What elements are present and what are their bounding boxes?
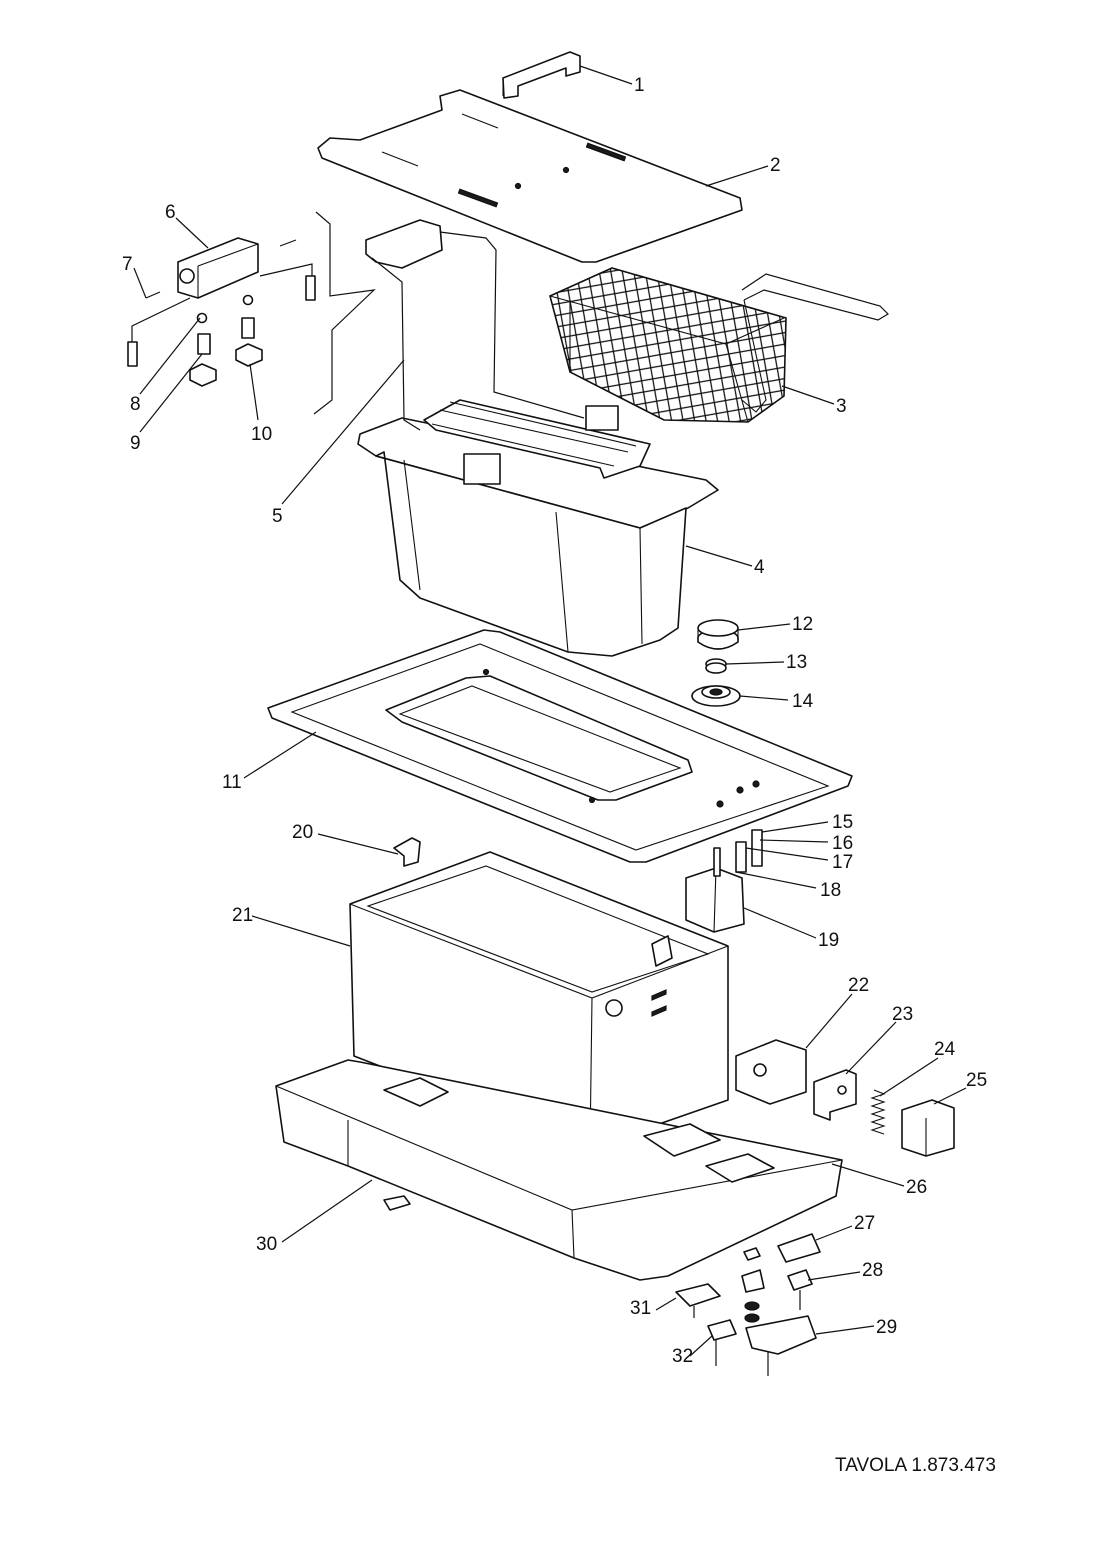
outer-casing bbox=[349, 851, 729, 1149]
callout-9: 9 bbox=[130, 433, 141, 454]
callout-16: 16 bbox=[832, 833, 853, 854]
thermostat-assembly bbox=[685, 829, 763, 933]
callout-12: 12 bbox=[792, 614, 813, 635]
drawing-reference: TAVOLA 1.873.473 bbox=[835, 1455, 996, 1476]
spring bbox=[870, 1089, 886, 1135]
callout-2: 2 bbox=[770, 155, 781, 176]
housing-screws-and-springs bbox=[127, 211, 376, 415]
callout-28: 28 bbox=[862, 1260, 883, 1281]
callout-21: 21 bbox=[232, 905, 253, 926]
callout-31: 31 bbox=[630, 1298, 651, 1319]
callout-8: 8 bbox=[130, 394, 141, 415]
callout-32: 32 bbox=[672, 1346, 693, 1367]
control-knob bbox=[697, 619, 739, 650]
callout-18: 18 bbox=[820, 880, 841, 901]
frying-basket bbox=[549, 267, 889, 423]
top-frame bbox=[267, 629, 853, 863]
callout-leaders bbox=[133, 65, 967, 1357]
callout-1: 1 bbox=[634, 75, 645, 96]
lower-fittings bbox=[675, 1233, 821, 1376]
base-tray bbox=[275, 1059, 843, 1281]
callout-20: 20 bbox=[292, 822, 313, 843]
callout-7: 7 bbox=[122, 254, 133, 275]
callout-3: 3 bbox=[836, 396, 847, 417]
callout-25: 25 bbox=[966, 1070, 987, 1091]
knob-bezel bbox=[691, 685, 741, 707]
callout-4: 4 bbox=[754, 557, 765, 578]
heating-element bbox=[365, 219, 651, 485]
callout-5: 5 bbox=[272, 506, 283, 527]
callout-29: 29 bbox=[876, 1317, 897, 1338]
relay-box bbox=[901, 1099, 955, 1157]
callout-10: 10 bbox=[251, 424, 272, 445]
callout-labels: 1 2 3 4 5 6 7 8 9 10 11 12 13 14 15 16 1… bbox=[122, 75, 987, 1367]
callout-22: 22 bbox=[848, 975, 869, 996]
side-bracket bbox=[735, 1039, 807, 1105]
callout-6: 6 bbox=[165, 202, 176, 223]
knob-ring bbox=[705, 658, 727, 674]
callout-11: 11 bbox=[222, 772, 242, 793]
callout-23: 23 bbox=[892, 1004, 913, 1025]
lid-handle bbox=[502, 51, 581, 99]
callout-24: 24 bbox=[934, 1039, 956, 1060]
small-bracket bbox=[393, 837, 421, 867]
callout-17: 17 bbox=[832, 852, 853, 873]
microswitch-holder bbox=[813, 1069, 857, 1121]
callout-19: 19 bbox=[818, 930, 839, 951]
callout-15: 15 bbox=[832, 812, 853, 833]
callout-27: 27 bbox=[854, 1213, 875, 1234]
callout-30: 30 bbox=[256, 1234, 277, 1255]
callout-26: 26 bbox=[906, 1177, 927, 1198]
lid-plate bbox=[317, 89, 743, 263]
callout-13: 13 bbox=[786, 652, 807, 673]
control-housing bbox=[177, 237, 259, 299]
callout-14: 14 bbox=[792, 691, 814, 712]
